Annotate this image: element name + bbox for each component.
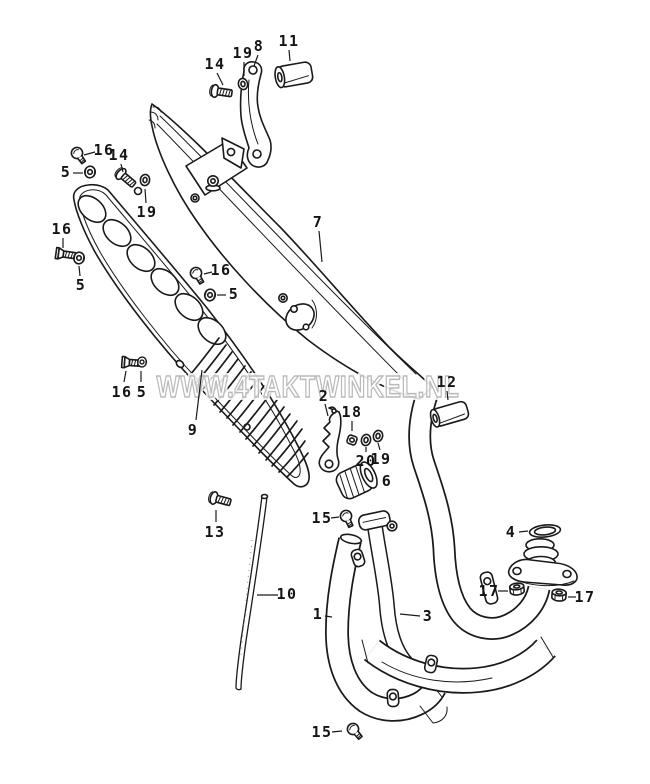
- part-number-callout: 19: [370, 450, 391, 468]
- part-number-callout: 16: [210, 261, 231, 279]
- shield-screw-14: [112, 164, 139, 191]
- callout-leader-line: [203, 271, 213, 275]
- heat-shield-drawing: [72, 183, 310, 488]
- shield-screw-top: [68, 144, 89, 167]
- callout-leader-line: [330, 516, 340, 519]
- part-number-callout: 14: [204, 55, 225, 73]
- band-clamp-ear: [386, 688, 400, 708]
- clamp-nut: [345, 433, 359, 447]
- callout-leader-line: [288, 49, 291, 62]
- heat-shield-inner-border: [79, 189, 301, 478]
- pipe-clamp: [318, 406, 342, 473]
- frame-rubber-spacer: [429, 400, 470, 428]
- callout-leader-line: [78, 265, 81, 277]
- part-number-callout: 16: [111, 383, 132, 401]
- watermark: WWW.4TAKTWINKEL.NL WWW.4TAKTWINKEL.NL: [154, 366, 462, 407]
- muffler-seam-line: [159, 115, 417, 375]
- hanger-rubber-spacer: [274, 61, 314, 89]
- callout-leader-line: [318, 230, 323, 263]
- part-number-callout: 5: [76, 276, 87, 294]
- hanger-strap: [239, 61, 272, 168]
- part-number-callout: 5: [61, 163, 72, 181]
- muffler-upper-mount-tab: [185, 137, 248, 203]
- muffler-drawing: [148, 103, 578, 640]
- part-number-callout: 5: [229, 285, 240, 303]
- part-number-callout: 13: [204, 523, 225, 541]
- part-number-callout: 8: [254, 37, 265, 55]
- muffler-tip-hatch: [148, 106, 162, 129]
- part-number-callout: 16: [93, 141, 114, 159]
- part-number-callout: 19: [136, 203, 157, 221]
- part-number-callout: 9: [188, 421, 199, 439]
- shield-screw-mid: [54, 246, 77, 262]
- front-pipe-assembly: [324, 510, 556, 724]
- flange-nut-right: [550, 587, 568, 603]
- front-pipe-inlet: [339, 533, 363, 545]
- heat-shield-louver-fins: [189, 337, 309, 478]
- part-number-callout: 11: [278, 32, 299, 50]
- callout-leader-line: [83, 151, 96, 156]
- part-number-callout: 4: [506, 523, 517, 541]
- callout-leader-line: [324, 403, 329, 417]
- muffler-seam-line: [156, 123, 405, 381]
- part-number-callout: 18: [341, 403, 362, 421]
- part-number-callout: 14: [108, 146, 129, 164]
- part-number-callout: 15: [311, 509, 332, 527]
- callout-leader-line: [518, 530, 529, 533]
- heat-shield-slot-holes: [77, 186, 251, 431]
- watermark-text: WWW.4TAKTWINKEL.NL: [157, 369, 460, 404]
- part-number-callout: 1: [313, 605, 324, 623]
- part-number-callout: 19: [232, 44, 253, 62]
- muffler-lower-mount-tab: [277, 292, 317, 331]
- exhaust-gasket: [528, 524, 562, 538]
- shield-washer-19: [138, 172, 152, 188]
- strip-collar: [357, 510, 391, 531]
- shield-nut-bottom: [136, 356, 148, 368]
- baffle-rod: [235, 493, 269, 691]
- part-number-callout: 7: [313, 213, 324, 231]
- callout-leader-line: [144, 188, 147, 204]
- shield-screw-center: [187, 264, 208, 287]
- exhaust-flange: [507, 537, 578, 587]
- part-number-callout: 2: [319, 387, 330, 405]
- callout-leader-line: [123, 370, 127, 383]
- part-number-callout: 3: [423, 607, 434, 625]
- callout-leader-line: [195, 369, 203, 421]
- strip-screw-top: [337, 507, 357, 530]
- shield-nut-top: [83, 164, 97, 180]
- rod-screw: [206, 489, 233, 510]
- part-number-callout: 17: [574, 588, 595, 606]
- callout-leader-line: [446, 390, 449, 401]
- part-number-callout: 15: [311, 723, 332, 741]
- clamp-washer-20: [359, 432, 373, 448]
- part-number-callout: 20: [355, 452, 376, 470]
- callout-leader-line: [253, 54, 259, 67]
- strip-screw-bottom: [344, 720, 366, 743]
- clamp-washer-19: [371, 428, 385, 444]
- part-number-callout: 6: [382, 472, 393, 490]
- part-number-callout: 12: [436, 373, 457, 391]
- watermark-halo: WWW.4TAKTWINKEL.NL: [157, 369, 460, 404]
- mount-rubber-bushing: [335, 461, 378, 500]
- callout-leader-line: [324, 615, 333, 618]
- part-number-callout: 17: [478, 582, 499, 600]
- part-number-callout: 16: [51, 220, 72, 238]
- part-number-callout: 10: [276, 585, 297, 603]
- flange-nut-left: [508, 581, 526, 597]
- band-clamp-strap: [479, 571, 499, 605]
- part-number-callout: 5: [137, 383, 148, 401]
- callout-leader-line: [120, 163, 124, 173]
- shield-nut-center: [202, 287, 218, 303]
- callout-leader-line: [399, 613, 421, 617]
- callout-leader-line: [216, 72, 224, 86]
- callout-leader-line: [331, 730, 343, 733]
- callout-leader-line: [377, 442, 381, 451]
- hanger-screw: [208, 83, 234, 101]
